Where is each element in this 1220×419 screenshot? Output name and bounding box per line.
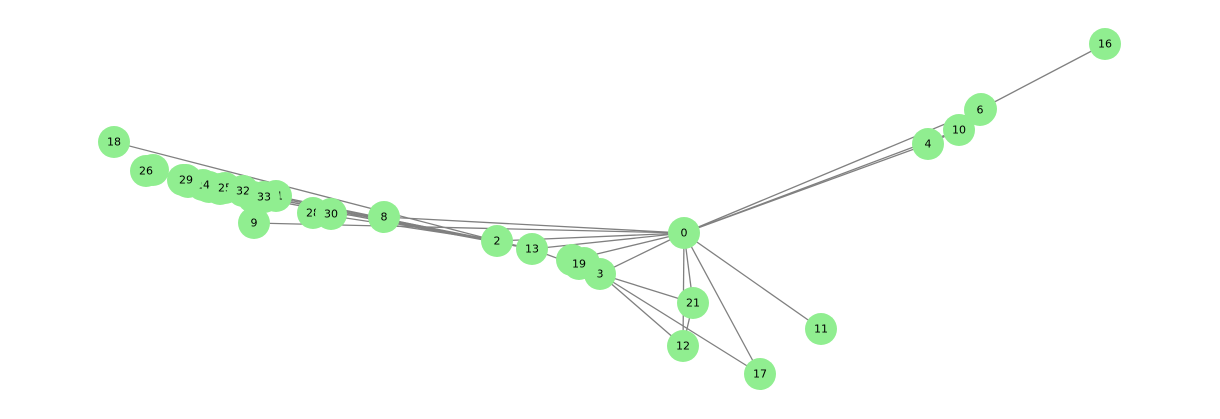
node-label: 16 bbox=[1098, 38, 1112, 51]
nodes-layer: 0123456789101112131415161718192021222324… bbox=[98, 28, 1121, 390]
node-6: 6 bbox=[964, 94, 996, 126]
node-11: 11 bbox=[805, 313, 837, 345]
node-label: 18 bbox=[107, 136, 121, 149]
edge-0-13 bbox=[531, 232, 685, 250]
edge-0-8 bbox=[383, 216, 685, 234]
node-circle bbox=[563, 248, 595, 280]
node-circle bbox=[98, 126, 130, 158]
node-circle bbox=[368, 201, 400, 233]
node-circle bbox=[315, 198, 347, 230]
node-9: 9 bbox=[238, 207, 270, 239]
node-circle bbox=[964, 94, 996, 126]
node-circle bbox=[943, 114, 975, 146]
node-circle bbox=[668, 217, 700, 249]
node-label: 21 bbox=[686, 297, 700, 310]
node-18: 18 bbox=[98, 126, 130, 158]
edge-3-17 bbox=[599, 273, 761, 375]
node-label: 32 bbox=[236, 185, 250, 198]
node-label: 13 bbox=[525, 243, 539, 256]
node-circle bbox=[1089, 28, 1121, 60]
node-label: 4 bbox=[925, 138, 932, 151]
node-label: 19 bbox=[572, 258, 586, 271]
node-label: 17 bbox=[753, 368, 767, 381]
node-13: 13 bbox=[516, 233, 548, 265]
node-label: 6 bbox=[977, 104, 984, 117]
node-label: 12 bbox=[676, 340, 690, 353]
node-30: 30 bbox=[315, 198, 347, 230]
node-33: 33 bbox=[248, 181, 280, 213]
node-label: 8 bbox=[381, 211, 388, 224]
node-0: 0 bbox=[668, 217, 700, 249]
edge-5-16 bbox=[980, 43, 1106, 110]
node-16: 16 bbox=[1089, 28, 1121, 60]
node-circle bbox=[805, 313, 837, 345]
edge-3-21 bbox=[599, 273, 694, 304]
node-circle bbox=[677, 287, 709, 319]
node-label: 0 bbox=[681, 227, 688, 240]
edge-0-12 bbox=[682, 232, 685, 347]
node-2: 2 bbox=[481, 225, 513, 257]
node-circle bbox=[248, 181, 280, 213]
node-label: 11 bbox=[814, 323, 828, 336]
node-label: 26 bbox=[139, 165, 153, 178]
node-circle bbox=[912, 128, 944, 160]
edge-0-11 bbox=[683, 232, 822, 330]
node-26: 26 bbox=[130, 155, 162, 187]
node-circle bbox=[744, 358, 776, 390]
node-19: 19 bbox=[563, 248, 595, 280]
node-10: 10 bbox=[943, 114, 975, 146]
node-4: 4 bbox=[912, 128, 944, 160]
node-label: 10 bbox=[952, 124, 966, 137]
edge-0-17 bbox=[683, 232, 761, 375]
node-circle bbox=[481, 225, 513, 257]
node-21: 21 bbox=[677, 287, 709, 319]
node-8: 8 bbox=[368, 201, 400, 233]
node-circle bbox=[667, 330, 699, 362]
node-circle bbox=[130, 155, 162, 187]
node-label: 33 bbox=[257, 191, 271, 204]
node-29: 29 bbox=[170, 164, 202, 196]
node-label: 30 bbox=[324, 208, 338, 221]
node-circle bbox=[516, 233, 548, 265]
node-circle bbox=[170, 164, 202, 196]
node-label: 9 bbox=[251, 217, 258, 230]
edge-2-18 bbox=[113, 141, 498, 242]
node-label: 29 bbox=[179, 174, 193, 187]
node-circle bbox=[238, 207, 270, 239]
node-label: 3 bbox=[597, 268, 604, 281]
edge-3-12 bbox=[599, 273, 684, 347]
node-label: 2 bbox=[494, 235, 501, 248]
node-12: 12 bbox=[667, 330, 699, 362]
edge-0-5 bbox=[683, 108, 982, 234]
node-17: 17 bbox=[744, 358, 776, 390]
